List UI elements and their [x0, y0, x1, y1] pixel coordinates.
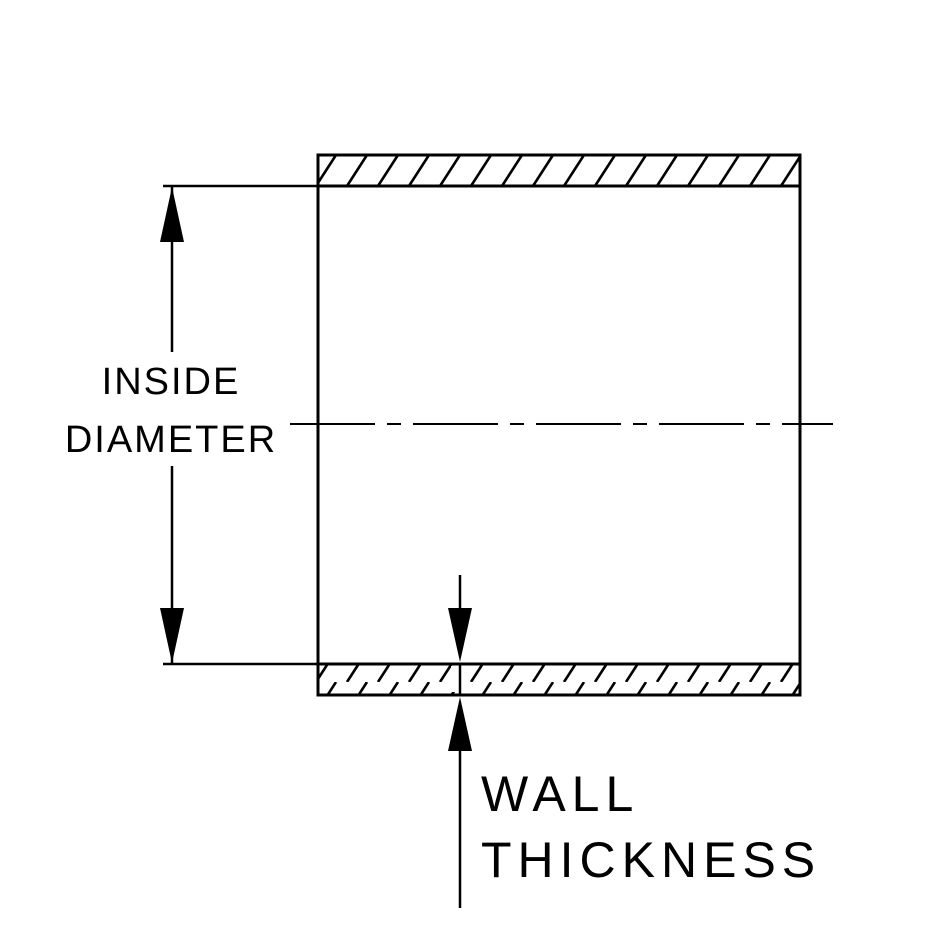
wall-arrow-up-icon [448, 697, 472, 751]
arrow-up-icon [160, 187, 184, 242]
wall-thickness-label-line2: THICKNESS [481, 832, 821, 888]
inside-diameter-label-line1: INSIDE [102, 361, 241, 403]
arrow-down-icon [160, 608, 184, 663]
top-wall-hatch [318, 155, 800, 186]
wall-arrow-down-icon [448, 608, 472, 662]
wall-thickness-label-line1: WALL [481, 766, 639, 822]
bottom-wall-hatch [318, 664, 800, 695]
inside-diameter-label-line2: DIAMETER [65, 419, 277, 461]
